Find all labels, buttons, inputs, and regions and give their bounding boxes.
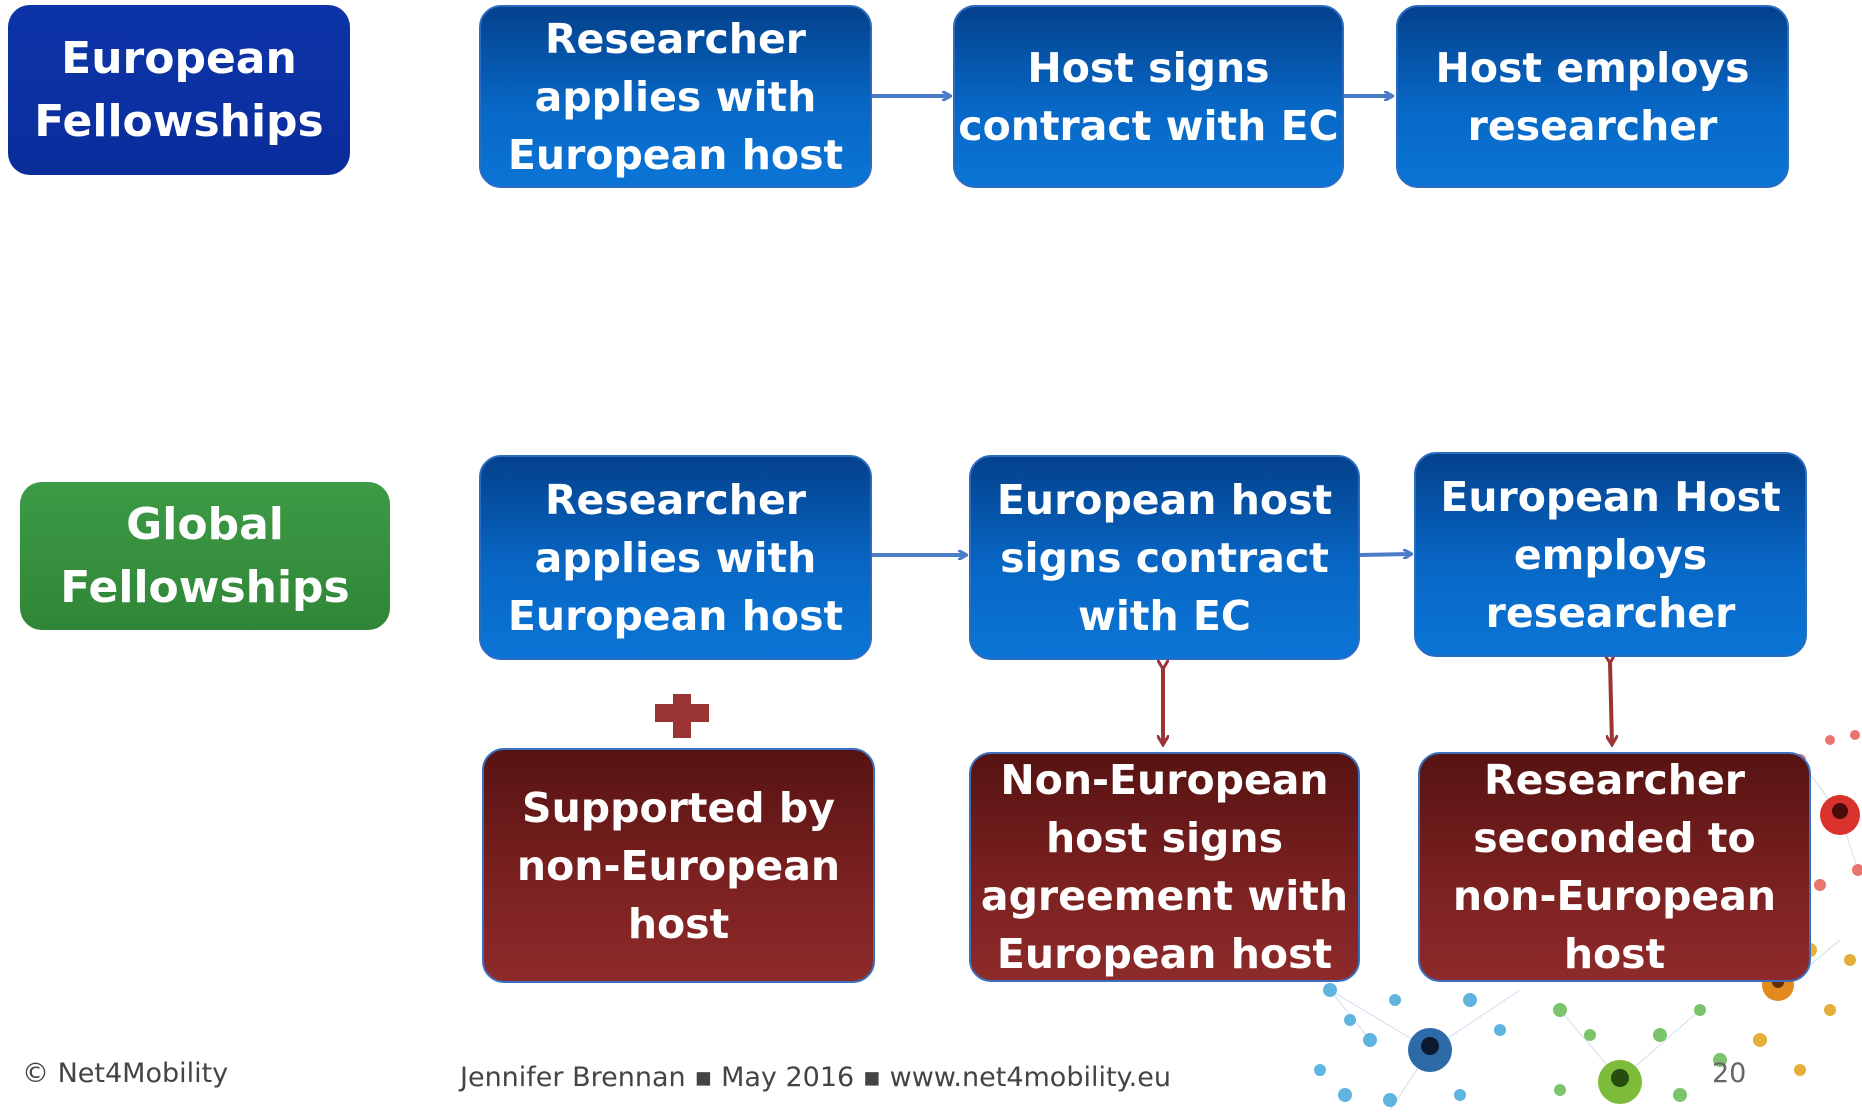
european-fellowships-label: European Fellowships: [8, 5, 350, 175]
people-network-icon: [1314, 730, 1862, 1111]
page-number: 20: [1712, 1058, 1747, 1089]
global-fellowships-label: Global Fellowships: [20, 482, 390, 630]
gf-step-contract: European host signs contract with EC: [969, 455, 1360, 660]
non-european-support: Supported by non-European host: [482, 748, 875, 983]
copyright-text: © Net4Mobility: [22, 1058, 229, 1089]
ef-step-apply: Researcher applies with European host: [479, 5, 872, 188]
gf-step-employ: European Host employs researcher: [1414, 452, 1807, 657]
non-european-agreement: Non-European host signs agreement with E…: [969, 752, 1360, 982]
researcher-secondment: Researcher seconded to non-European host: [1418, 752, 1811, 982]
ef-step-contract: Host signs contract with EC: [953, 5, 1344, 188]
plus-icon: [655, 694, 709, 738]
ef-step-employ: Host employs researcher: [1396, 5, 1789, 188]
flow-arrow-4: [1359, 554, 1411, 555]
gf-step-apply: Researcher applies with European host: [479, 455, 872, 660]
presenter-credit: Jennifer Brennan ▪ May 2016 ▪ www.net4mo…: [460, 1062, 1171, 1093]
link-arrow-secondment: [1610, 662, 1612, 744]
